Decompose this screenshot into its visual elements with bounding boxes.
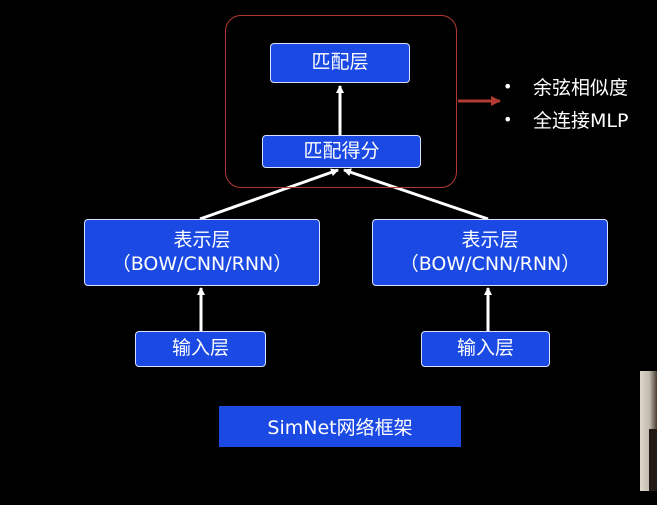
representation-right-title: 表示层 <box>461 228 519 251</box>
matching-layer-label: 匹配层 <box>311 51 369 74</box>
method-item-cosine: • 余弦相似度 <box>503 70 657 103</box>
representation-left-title: 表示层 <box>173 228 231 251</box>
method-label-mlp: 全连接MLP <box>533 110 629 132</box>
presenter-figure <box>649 429 657 491</box>
matching-methods-list: • 余弦相似度 • 全连接MLP <box>503 70 657 136</box>
input-right-label: 输入层 <box>456 337 514 360</box>
method-label-cosine: 余弦相似度 <box>533 77 629 99</box>
input-left-label: 输入层 <box>171 337 229 360</box>
method-item-mlp: • 全连接MLP <box>503 103 657 136</box>
input-layer-right-node: 输入层 <box>421 331 550 367</box>
diagram-caption: SimNet网络框架 <box>219 406 461 447</box>
matching-score-node: 匹配得分 <box>262 135 421 168</box>
diagram-caption-text: SimNet网络框架 <box>267 417 413 439</box>
matching-score-label: 匹配得分 <box>303 139 380 162</box>
representation-layer-left-node: 表示层 （BOW/CNN/RNN） <box>84 219 320 286</box>
bullet-icon: • <box>503 77 513 96</box>
matching-layer-node: 匹配层 <box>270 43 410 83</box>
representation-left-subtitle: （BOW/CNN/RNN） <box>111 252 293 275</box>
representation-layer-right-node: 表示层 （BOW/CNN/RNN） <box>372 219 608 286</box>
bullet-icon: • <box>503 110 513 129</box>
matching-group-frame <box>225 15 457 188</box>
presenter-video-thumbnail <box>640 371 657 491</box>
input-layer-left-node: 输入层 <box>135 331 266 367</box>
representation-right-subtitle: （BOW/CNN/RNN） <box>399 252 581 275</box>
